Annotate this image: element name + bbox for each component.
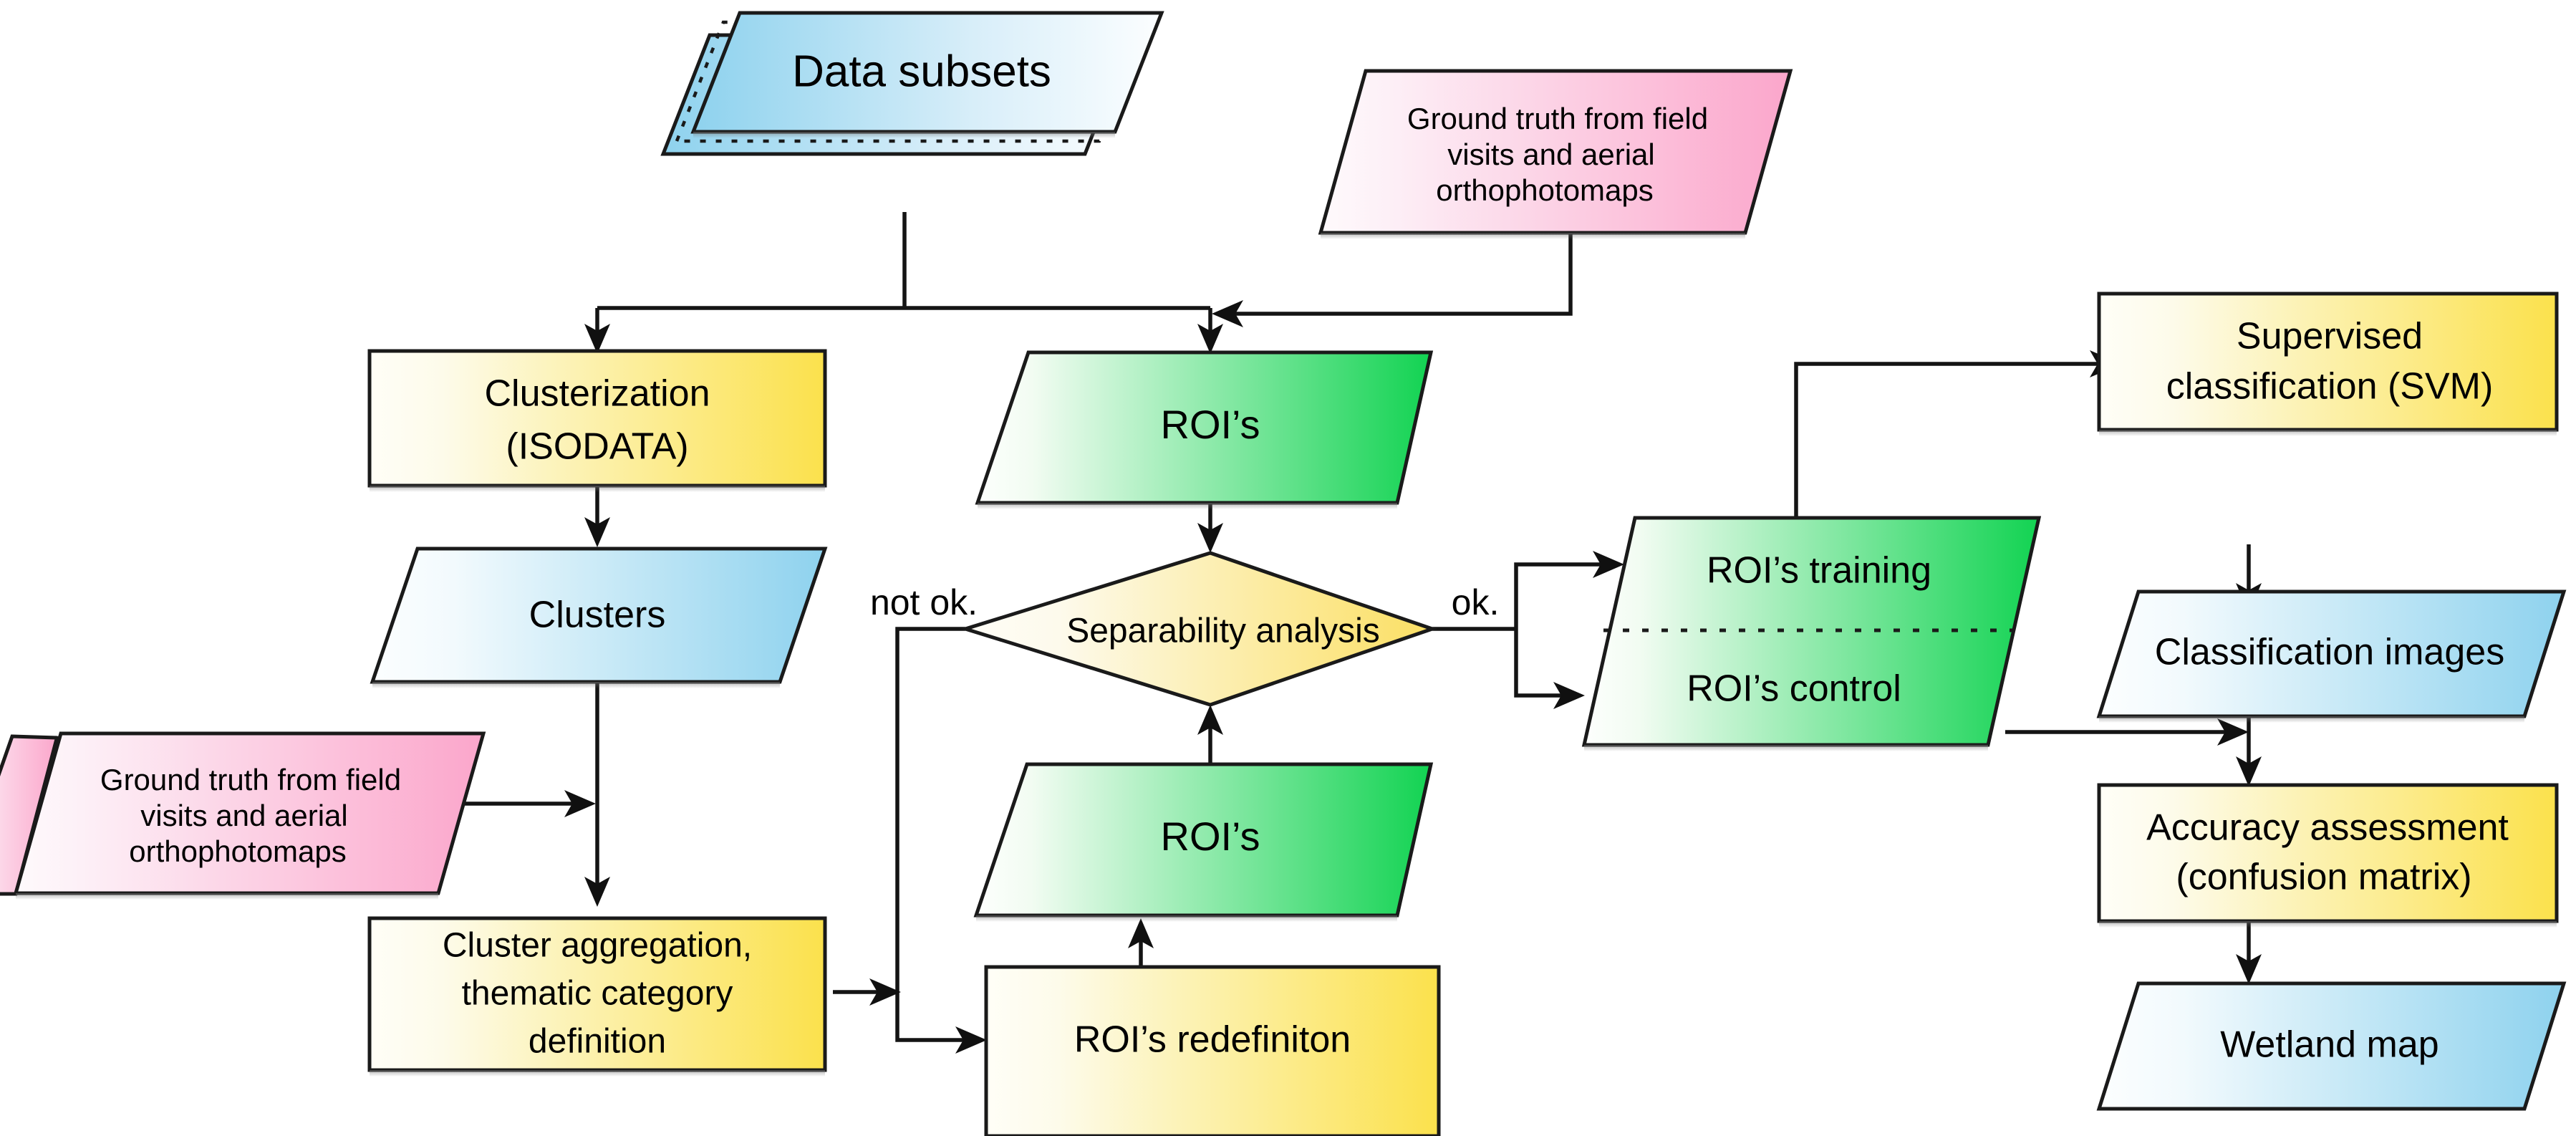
edge-label-not-ok: not ok.: [870, 582, 978, 622]
arrowhead-ground-truth-top: [1212, 300, 1243, 327]
data-subsets-label: Data subsets: [792, 47, 1051, 96]
ground-truth-top-line2: visits and aerial: [1447, 138, 1654, 171]
node-rois-training-control[interactable]: ROI’s training ROI’s control: [1581, 516, 2042, 751]
rois-redefiniton-label: ROI’s redefiniton: [1074, 1019, 1351, 1061]
rois-training-control-shadow: [1584, 745, 1988, 751]
clusters-shadow: [372, 682, 780, 688]
arrowhead-to-clusters: [584, 517, 610, 547]
edge-label-ok: ok.: [1452, 582, 1500, 622]
separability-shape: [959, 551, 1438, 707]
node-wetland-map[interactable]: Wetland map: [2096, 981, 2567, 1111]
arrowhead-to-clusterization: [584, 324, 610, 354]
cluster-aggregation-line3: definition: [529, 1023, 666, 1061]
connector-layer: [408, 212, 2262, 1054]
arrowhead-to-separability: [1197, 523, 1223, 553]
arrowhead-ground-truth-bottom: [564, 790, 596, 817]
cluster-aggregation-line1: Cluster aggregation,: [443, 927, 752, 965]
arrowhead-control-join: [2217, 718, 2249, 746]
supervised-shape: [2097, 292, 2559, 432]
node-rois-bottom[interactable]: ROI’s: [973, 762, 1434, 922]
ground-truth-bottom-line1: Ground truth from field: [100, 763, 401, 796]
arrowhead-ok-to-training: [1593, 551, 1624, 578]
node-ground-truth-top[interactable]: Ground truth from field visits and aeria…: [1318, 69, 1793, 239]
node-clusters[interactable]: Clusters: [370, 547, 828, 688]
connector-ok-split-down: [1514, 629, 1563, 698]
rois-redefiniton-shape: [984, 965, 1441, 1136]
rois-bottom-label: ROI’s: [1161, 814, 1260, 859]
node-rois-redefiniton[interactable]: ROI’s redefiniton: [984, 965, 1441, 1136]
clusterization-shadow: [370, 486, 825, 492]
separability-label: Separability analysis: [1066, 612, 1380, 650]
connector-not-ok-branch: [895, 627, 965, 1042]
wetland-map-label: Wetland map: [2220, 1024, 2438, 1066]
wetland-map-shape: [2096, 981, 2567, 1111]
cluster-aggregation-shadow: [370, 1070, 825, 1077]
ground-truth-bottom-shadow: [16, 893, 438, 900]
ground-truth-top-line3: orthophotomaps: [1436, 173, 1654, 207]
connector-ground-truth-top-to-bus: [1232, 233, 1573, 316]
node-separability-analysis[interactable]: Separability analysis: [959, 551, 1438, 707]
cluster-aggregation-shape: [367, 916, 827, 1072]
supervised-shadow: [2099, 430, 2557, 436]
node-accuracy-assessment[interactable]: Accuracy assessment (confusion matrix): [2097, 783, 2559, 928]
rois-training-label: ROI’s training: [1707, 550, 1931, 592]
clusterization-line1: Clusterization: [484, 373, 710, 415]
ground-truth-bottom-line3: orthophotomaps: [129, 834, 347, 868]
arrowhead-to-accuracy: [2236, 756, 2262, 786]
clusterization-shape: [367, 349, 827, 488]
node-clusterization[interactable]: Clusterization (ISODATA): [367, 349, 827, 492]
node-classification-images[interactable]: Classification images: [2096, 589, 2567, 723]
cluster-aggregation-line2: thematic category: [462, 975, 733, 1013]
rois-bottom-shadow: [976, 915, 1397, 922]
arrowhead-rois-bottom-up: [1197, 705, 1223, 735]
classification-images-label: Classification images: [2155, 632, 2504, 673]
node-ground-truth-bottom[interactable]: Ground truth from field visits and aeria…: [0, 731, 486, 900]
accuracy-shadow: [2099, 921, 2557, 928]
arrowhead-aggregation: [869, 978, 901, 1006]
accuracy-line2: (confusion matrix): [2176, 857, 2471, 898]
node-cluster-aggregation[interactable]: Cluster aggregation, thematic category d…: [367, 916, 827, 1077]
connector-training-to-supervised: [1794, 362, 2098, 518]
node-supervised-classification[interactable]: Supervised classification (SVM): [2097, 292, 2559, 436]
rois-top-shadow: [978, 503, 1397, 509]
accuracy-line1: Accuracy assessment: [2146, 807, 2509, 849]
clusters-label: Clusters: [529, 595, 666, 636]
connector-ok-split-up: [1514, 562, 1603, 629]
rois-control-label: ROI’s control: [1687, 668, 1901, 710]
accuracy-shape: [2097, 783, 2559, 923]
ground-truth-bottom-line2: visits and aerial: [140, 799, 347, 832]
arrowhead-ok-to-control: [1553, 682, 1585, 709]
arrowhead-not-ok-to-redefiniton: [955, 1026, 987, 1054]
supervised-line1: Supervised: [2237, 316, 2423, 357]
classification-images-shadow: [2099, 716, 2524, 723]
arrowhead-to-rois-top: [1197, 324, 1223, 354]
ground-truth-top-shadow: [1321, 233, 1745, 239]
ground-truth-top-line1: Ground truth from field: [1407, 102, 1708, 135]
supervised-line2: classification (SVM): [2166, 366, 2494, 408]
arrowhead-to-wetland-map: [2236, 954, 2262, 984]
rois-top-label: ROI’s: [1161, 402, 1260, 447]
clusterization-line2: (ISODATA): [506, 426, 688, 468]
arrowhead-to-rois-bottom: [1128, 918, 1154, 948]
node-data-subsets[interactable]: Data subsets: [660, 11, 1164, 156]
arrowhead-to-aggregation: [584, 877, 610, 907]
data-subsets-shadow: [693, 132, 1115, 138]
node-rois-top[interactable]: ROI’s: [975, 350, 1434, 509]
